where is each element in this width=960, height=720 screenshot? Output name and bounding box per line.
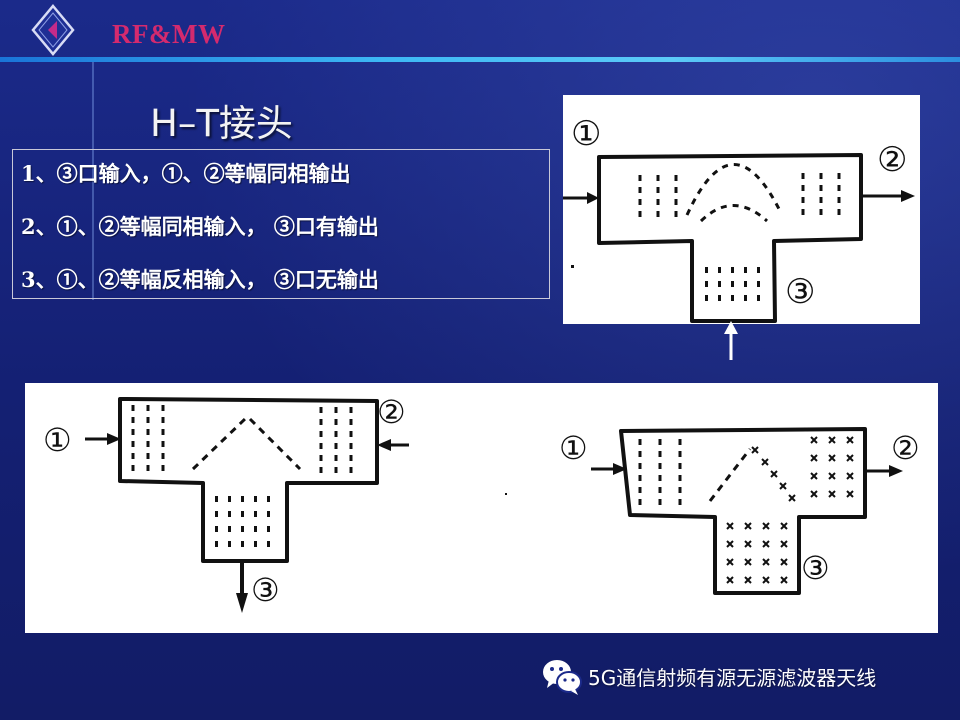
h-tee-diagram-port3-input: ① ② ③ — [563, 95, 920, 324]
wechat-icon — [543, 660, 582, 695]
slide-title: H–T接头 — [150, 102, 293, 145]
h-tee-diagrams-ports-1-2-input: ① ② ③ ① ② — [25, 383, 938, 633]
diamond-logo-icon — [31, 4, 75, 56]
input-arrow-icon — [724, 321, 738, 360]
list-item-2: 2、①、②等幅同相输入， ③口有输出 — [21, 214, 379, 239]
port-2-label: ② — [877, 140, 907, 180]
description-list: 1、③口输入，①、②等幅同相输出 2、①、②等幅同相输入， ③口有输出 3、①、… — [12, 149, 550, 299]
list-item-1: 1、③口输入，①、②等幅同相输出 — [21, 161, 351, 186]
brand-text: RF&MW — [112, 19, 226, 49]
port-1-label: ① — [571, 114, 601, 154]
port-3-label: ③ — [251, 571, 280, 609]
decorative-vertical-line — [92, 62, 94, 300]
port-1-label: ① — [43, 421, 72, 459]
footer-source-text: 5G通信射频有源无源滤波器天线 — [588, 666, 877, 690]
port-2-label: ② — [891, 429, 920, 467]
port-3-label: ③ — [785, 272, 815, 312]
header-rule — [0, 57, 960, 62]
right-h-tee-anti-phase: ① ② ③ — [505, 427, 920, 595]
port-1-label: ① — [559, 429, 588, 467]
port-3-label: ③ — [801, 549, 830, 587]
list-item-3: 3、①、②等幅反相输入， ③口无输出 — [21, 267, 379, 292]
port-2-label: ② — [377, 393, 406, 431]
left-h-tee-in-phase: ① ② ③ — [43, 393, 409, 613]
